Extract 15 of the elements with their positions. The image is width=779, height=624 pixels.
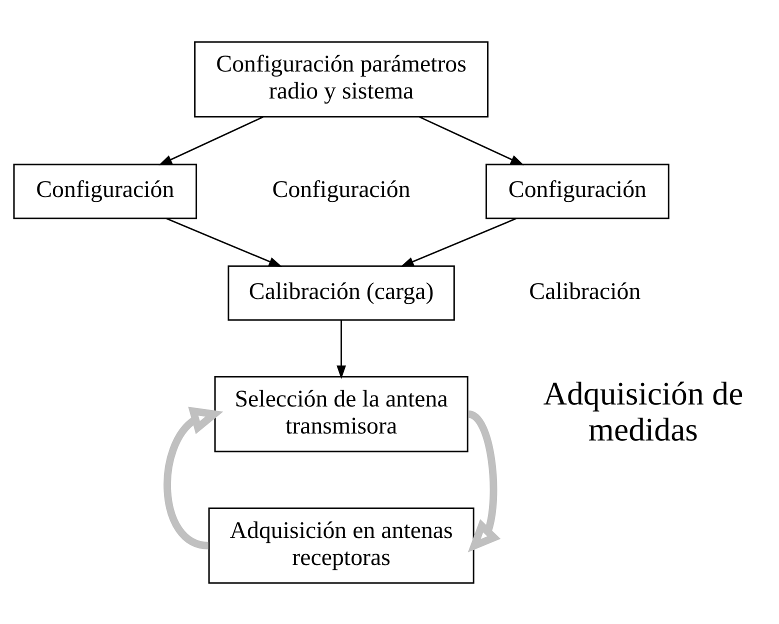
arrow — [164, 406, 224, 549]
node-box: Configuración parámetros radio y sistema — [194, 40, 489, 117]
arrow — [166, 217, 282, 266]
arrow — [158, 116, 264, 165]
node-box: Selección de la antena transmisora — [214, 376, 468, 452]
arrow — [418, 116, 524, 165]
node-box: Calibración (carga) — [228, 264, 455, 320]
arrow — [336, 320, 346, 379]
node-box: Configuración — [13, 163, 198, 219]
label: Calibración — [529, 278, 641, 304]
arrow — [400, 217, 516, 266]
node-box: Configuración — [486, 163, 670, 219]
label: Adquisición de medidas — [543, 376, 744, 448]
node-box: Adquisición en antenas receptoras — [208, 507, 474, 584]
label: Configuración — [272, 176, 410, 203]
